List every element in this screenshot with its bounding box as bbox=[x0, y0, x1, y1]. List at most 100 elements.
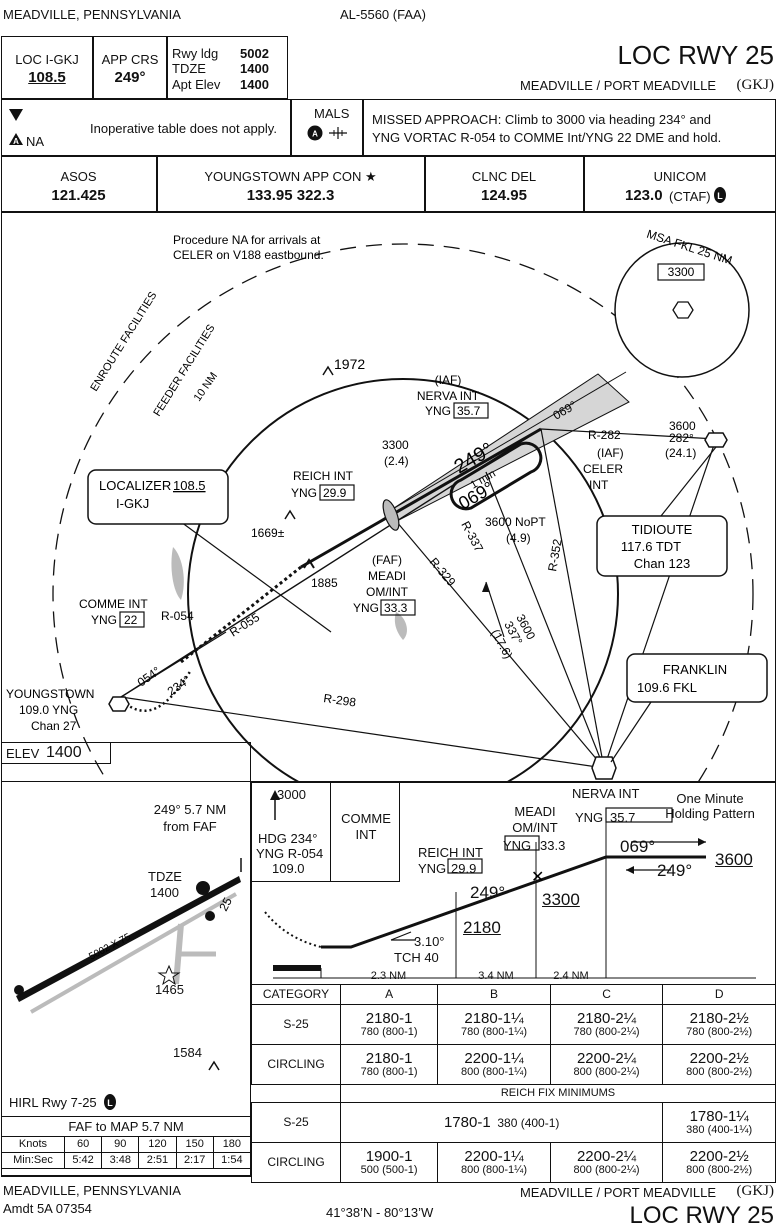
profile-meadi-name: MEADI bbox=[514, 804, 556, 819]
tdze-diagram-label: TDZE bbox=[148, 869, 182, 884]
footer-airport: MEADVILLE / PORT MEADVILLE bbox=[519, 1185, 716, 1200]
reich-s25-label: S-25 bbox=[251, 1102, 341, 1143]
obstacle-1885: 1885 bbox=[311, 576, 338, 590]
cat-d-header: D bbox=[662, 984, 776, 1005]
comm-unicom-name: UNICOM bbox=[653, 169, 707, 184]
comm-unicom-freq: 123.0 bbox=[625, 187, 663, 204]
minsec-cell: 2:51 bbox=[138, 1151, 177, 1169]
na-note-1: Procedure NA for arrivals at bbox=[173, 233, 321, 247]
missed-hdg-1: HDG 234° bbox=[258, 831, 318, 846]
knots-cell: 60 bbox=[63, 1136, 103, 1153]
nopt-dist: (4.9) bbox=[506, 531, 531, 545]
comme-dme: 22 bbox=[124, 613, 138, 627]
meadi-faf: (FAF) bbox=[372, 553, 402, 567]
procedure-title: LOC RWY 25 bbox=[617, 40, 774, 70]
alt-3300: 3300 bbox=[382, 438, 409, 452]
missed-hdg-2: YNG R-054 bbox=[256, 846, 324, 861]
timing-title: FAF to MAP 5.7 NM bbox=[68, 1119, 184, 1134]
hold-label-2: Holding Pattern bbox=[665, 806, 755, 821]
pilot-control-lighting-icon: L bbox=[104, 1094, 116, 1110]
reich-fix-minimums-title: REICH FIX MINIMUMS bbox=[340, 1084, 776, 1103]
missed-hdg-3: 109.0 bbox=[272, 861, 305, 876]
apt-elev-value: 1400 bbox=[240, 77, 269, 92]
obstacle-1584: 1584 bbox=[173, 1045, 202, 1060]
localizer-label: LOCALIZER bbox=[99, 478, 171, 493]
profile-meadi-yng: YNG bbox=[503, 838, 532, 853]
elev-value: 1400 bbox=[46, 744, 82, 761]
plan-view bbox=[1, 212, 776, 782]
apt-elev-label: Apt Elev bbox=[172, 77, 221, 92]
profile-course-249-hold: 249° bbox=[657, 861, 693, 880]
cat-a-header: A bbox=[339, 984, 439, 1005]
reich-circling-label: CIRCLING bbox=[251, 1142, 341, 1183]
footer-title: LOC RWY 25 bbox=[629, 1202, 774, 1229]
loc-frequency: 108.5 bbox=[28, 69, 66, 86]
minsec-cell: 1:54 bbox=[212, 1151, 252, 1169]
comm-clnc-del-freq: 124.95 bbox=[481, 187, 527, 204]
meadi-dme: 33.3 bbox=[384, 601, 408, 615]
profile-course-069: 069° bbox=[620, 837, 656, 856]
airport-id: (GKJ) bbox=[736, 77, 775, 93]
radial-337: R-337 bbox=[458, 519, 486, 555]
profile-reich-dme: 29.9 bbox=[451, 861, 477, 876]
celer-name: CELER bbox=[583, 462, 623, 476]
tch: TCH 40 bbox=[394, 950, 439, 965]
comme-yng: YNG bbox=[91, 613, 117, 627]
na-note-2: CELER on V188 eastbound. bbox=[173, 248, 324, 262]
knots-cell: 90 bbox=[101, 1136, 140, 1153]
comm-app-con-freq: 133.95 322.3 bbox=[246, 187, 335, 204]
footer-amdt: Amdt 5A 07354 bbox=[3, 1201, 92, 1216]
elev-label: ELEV bbox=[6, 746, 40, 761]
app-crs-label: APP CRS bbox=[101, 52, 159, 67]
celer-int: INT bbox=[589, 478, 609, 492]
obstacle-1669: 1669± bbox=[251, 526, 285, 540]
radial-329: R-329 bbox=[427, 555, 459, 589]
tidioute-name: TIDIOUTE bbox=[632, 522, 693, 537]
reich-yng: YNG bbox=[291, 486, 317, 500]
celer-fix-dist: (24.1) bbox=[665, 446, 696, 460]
svg-text:L: L bbox=[107, 1098, 113, 1108]
ctaf-pilot-control-icon: L bbox=[714, 187, 726, 203]
radial-298: R-298 bbox=[323, 691, 358, 709]
footer-location: MEADVILLE, PENNSYLVANIA bbox=[3, 1183, 181, 1198]
radial-282: R-282 bbox=[588, 428, 621, 442]
mals-approach-light-icon: A bbox=[307, 125, 347, 141]
knots-label: Knots bbox=[1, 1136, 65, 1153]
meadi-yng: YNG bbox=[353, 601, 379, 615]
hold-label-1: One Minute bbox=[676, 791, 744, 806]
notes-box bbox=[1, 99, 776, 156]
profile-meadi-dme: 33.3 bbox=[540, 838, 566, 853]
loc-label: LOC I-GKJ bbox=[15, 52, 79, 67]
tidioute-chan: Chan 123 bbox=[634, 556, 690, 571]
profile-nerva-name: NERVA INT bbox=[572, 786, 640, 801]
distance-3: 2.4 NM bbox=[553, 970, 589, 982]
glideslope-angle: 3.10° bbox=[414, 934, 445, 949]
localizer-id: I-GKJ bbox=[116, 496, 149, 511]
youngstown-name: YOUNGSTOWN bbox=[6, 687, 94, 701]
header-location: MEADVILLE, PENNSYLVANIA bbox=[3, 7, 181, 22]
runway-end-25: 25 bbox=[216, 895, 235, 914]
comm-asos-name: ASOS bbox=[60, 169, 97, 184]
radial-352: R-352 bbox=[545, 538, 565, 573]
nerva-dme: 35.7 bbox=[457, 404, 481, 418]
minsec-cell: 3:48 bbox=[101, 1151, 140, 1169]
tdze-label: TDZE bbox=[172, 61, 206, 76]
missed-alt: 3000 bbox=[277, 787, 306, 802]
s25-label: S-25 bbox=[251, 1004, 341, 1045]
nerva-yng: YNG bbox=[425, 404, 451, 418]
profile-comme-2: INT bbox=[355, 827, 377, 842]
localizer-freq: 108.5 bbox=[173, 478, 206, 493]
footer-airport-id: (GKJ) bbox=[736, 1183, 775, 1199]
tidioute-freq: 117.6 TDT bbox=[621, 539, 681, 554]
missed-approach-line1: MISSED APPROACH: Climb to 3000 via headi… bbox=[372, 112, 712, 127]
celer-fix-course: 282° bbox=[669, 431, 694, 445]
briefing-box bbox=[1, 36, 288, 99]
